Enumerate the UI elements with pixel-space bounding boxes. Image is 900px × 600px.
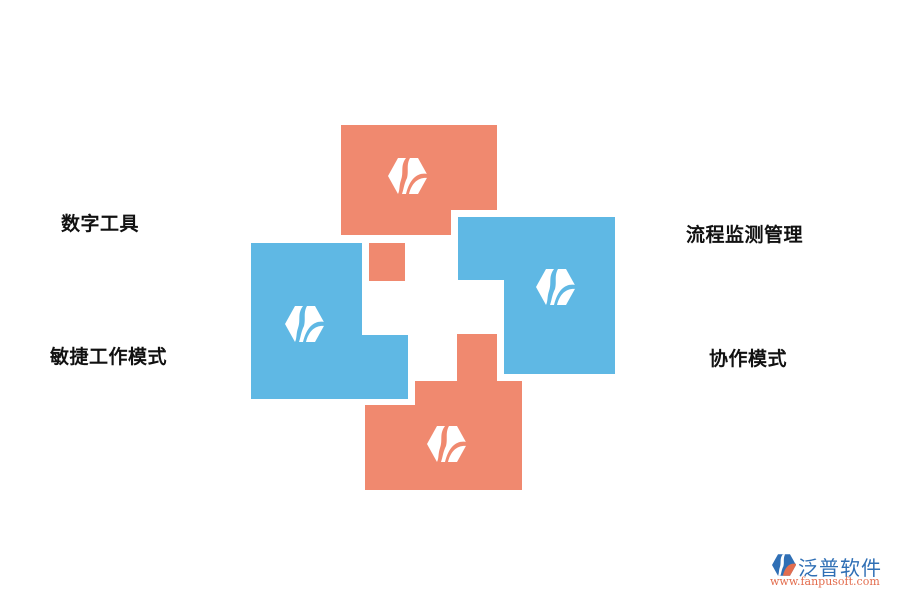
hexagon-leaf-icon (285, 306, 325, 342)
label-process-monitoring: 流程监测管理 (686, 224, 804, 246)
brand-logo-icon (772, 554, 796, 576)
label-digital-tools: 数字工具 (61, 213, 140, 235)
hexagon-leaf-icon (427, 426, 467, 462)
brand-url: www.fanpusoft.com (770, 575, 880, 588)
brand-name: 泛普软件 (798, 556, 882, 580)
label-collaboration-mode: 协作模式 (709, 348, 788, 370)
hexagon-leaf-icon (536, 269, 576, 305)
label-agile-work-mode: 敏捷工作模式 (50, 346, 168, 368)
small-orange-square (369, 243, 405, 281)
hexagon-leaf-icon (388, 158, 428, 194)
